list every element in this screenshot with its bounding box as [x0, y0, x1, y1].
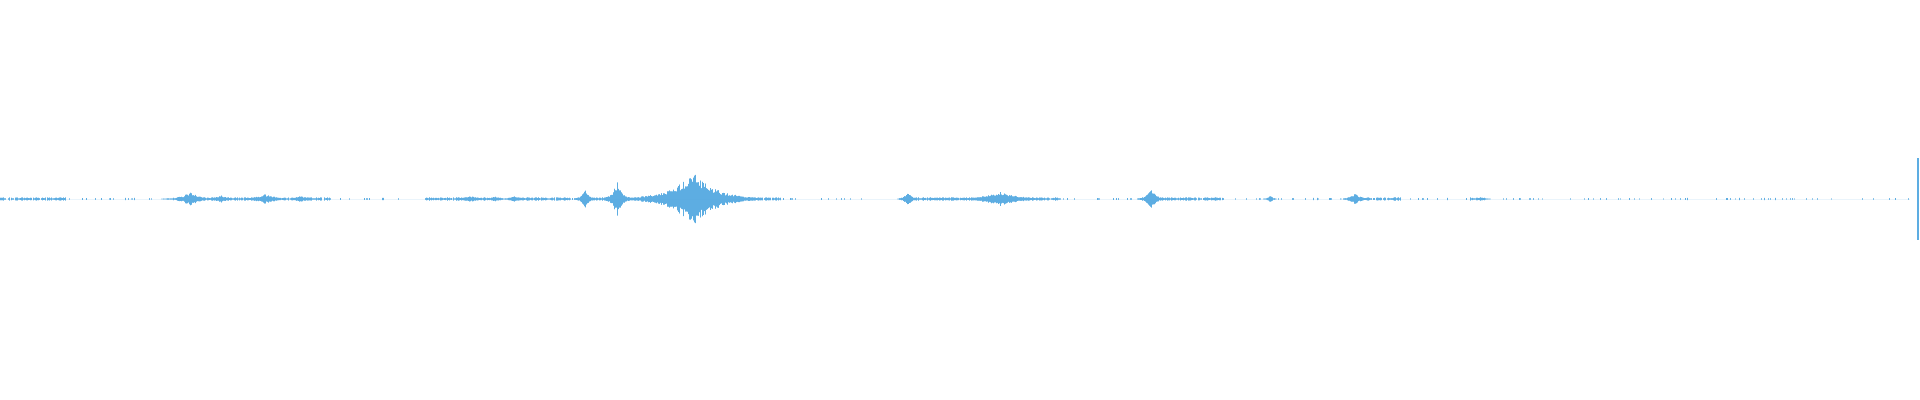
waveform-peaks — [0, 174, 1910, 224]
playhead-marker[interactable] — [1917, 158, 1919, 240]
waveform-path — [0, 174, 1909, 224]
